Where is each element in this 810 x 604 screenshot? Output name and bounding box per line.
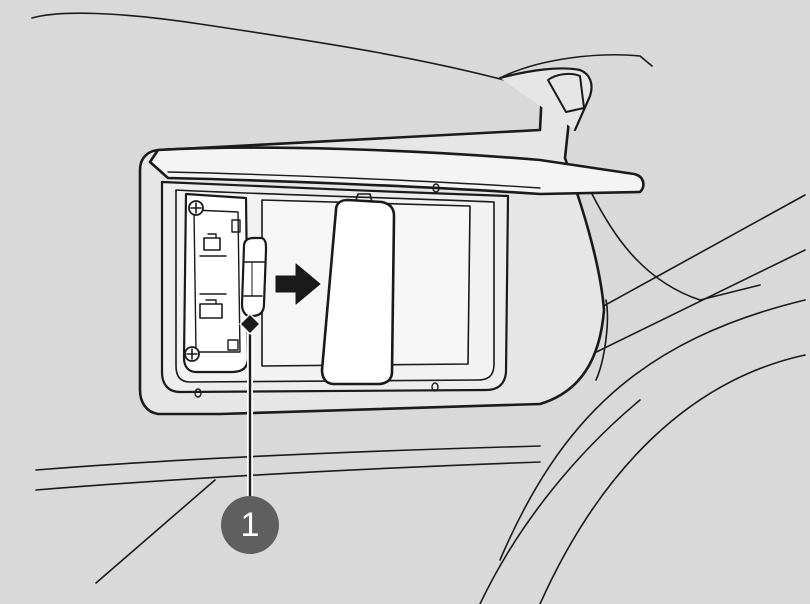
- arrow-right-icon: [275, 263, 321, 305]
- diamond-marker-icon: [239, 313, 261, 335]
- fuse: [240, 236, 268, 318]
- callout-leader: [239, 313, 261, 503]
- callout-badge-1: 1: [221, 496, 279, 554]
- mirror-lid: [148, 146, 645, 196]
- lamp-lens: [320, 193, 396, 386]
- fuse-holder-bracket: [182, 192, 250, 374]
